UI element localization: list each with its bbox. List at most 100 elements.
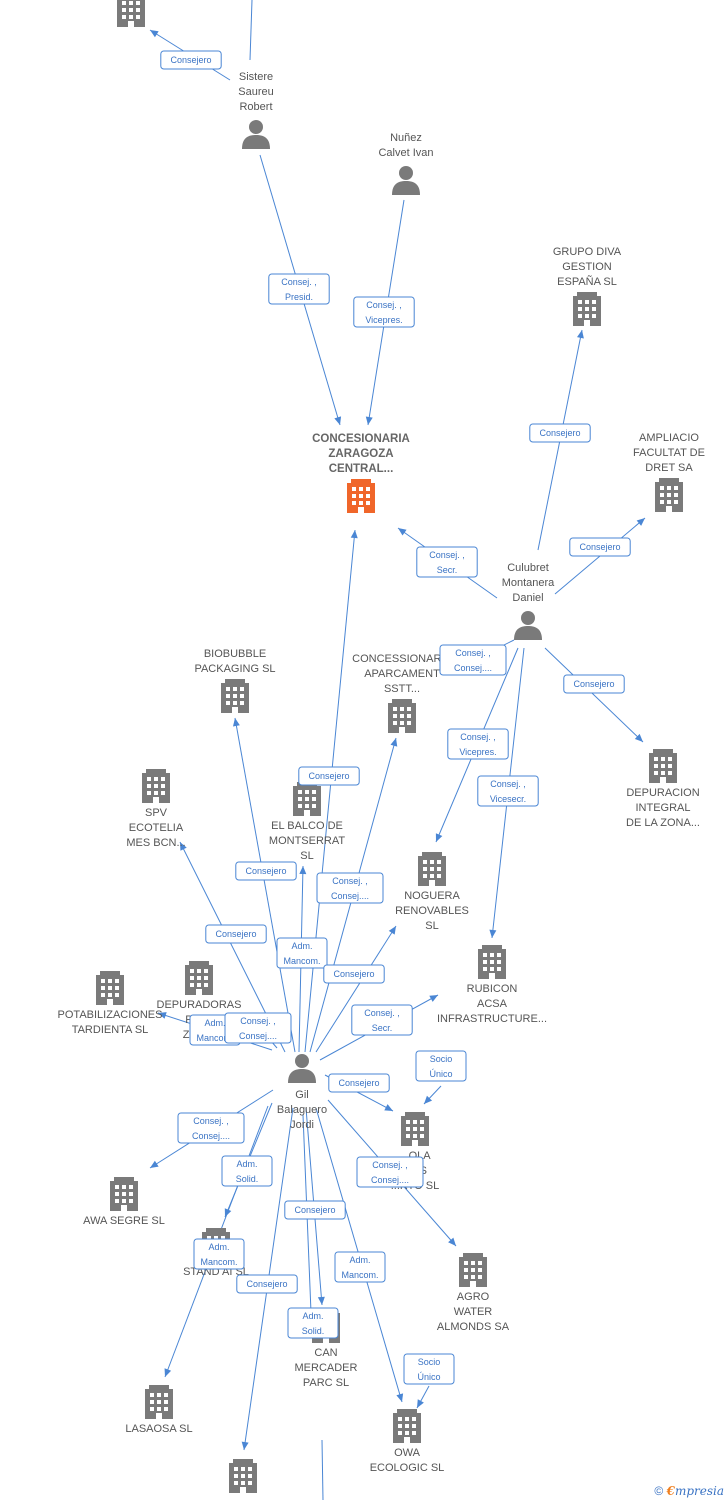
node-label-line: MONTSERRAT xyxy=(269,835,345,847)
edge-label-text: Adm. xyxy=(208,1242,229,1252)
edge-label-gil-to-ola[interactable]: Consejero xyxy=(328,1073,390,1093)
building-icon xyxy=(142,769,170,803)
edge-label-gil-to-spv[interactable]: Consejero xyxy=(205,924,267,944)
edge-label-text: Solid. xyxy=(302,1326,325,1336)
edge-label-text: Consej.... xyxy=(331,891,369,901)
edge-label-gil-to-concesionaria[interactable]: Consejero xyxy=(298,766,360,786)
arrowhead-icon xyxy=(429,995,438,1002)
arrowhead-icon xyxy=(158,1012,167,1019)
person-icon xyxy=(392,166,420,195)
arrowhead-icon xyxy=(150,30,159,38)
edge-label-gil-to-rubicon[interactable]: Consej. ,Secr. xyxy=(351,1004,413,1036)
edge-label-box xyxy=(298,766,360,786)
edge-label-text: Consej. , xyxy=(455,648,491,658)
edge-label-gil-to-bottom[interactable]: Consejero xyxy=(236,1274,298,1294)
node-label-line: Jordi xyxy=(290,1119,314,1131)
edge-label-box xyxy=(334,1251,386,1283)
edge-label-gil-to-agro[interactable]: Consej. ,Consej.... xyxy=(356,1156,424,1188)
edge-label-text: Consej.... xyxy=(371,1175,409,1185)
edge-label-culubret-to-rubicon[interactable]: Consej. ,Vicesecr. xyxy=(477,775,539,807)
edge-label-text: Único xyxy=(417,1372,440,1382)
edge-label-gil-to-biobubble[interactable]: Consejero xyxy=(235,861,297,881)
building-icon xyxy=(221,679,249,713)
edge-label-culubret-to-concessionaria_ap[interactable]: Consej. ,Consej.... xyxy=(439,644,507,676)
node-concessionaria-ap[interactable]: CONCESSIONARIAAPARCAMENTSSTT... xyxy=(352,653,452,733)
edge-label-box xyxy=(447,728,509,760)
edge-label-gil-to-stand[interactable]: Adm.Solid. xyxy=(221,1155,273,1187)
edge-label-box xyxy=(224,1012,292,1044)
arrowhead-icon xyxy=(299,866,307,875)
node-awa[interactable]: AWA SEGRE SL xyxy=(83,1177,165,1227)
edge-label-gil-to-can_mercader[interactable]: Consejero xyxy=(284,1200,346,1220)
edge-label-gil-to-awa[interactable]: Consej. ,Consej.... xyxy=(177,1112,245,1144)
edge-label-gil-to-owa[interactable]: Adm.Mancom. xyxy=(334,1251,386,1283)
edge-line-offscreen-0 xyxy=(249,0,253,61)
edge-label-gil-to-concessionaria_ap[interactable]: Consej. , Consej.... xyxy=(316,872,384,904)
edge-label-gil-to-balco[interactable]: Adm.Mancom. xyxy=(276,937,328,969)
arrowhead-icon xyxy=(396,1393,404,1402)
edge-label-text: Adm. xyxy=(291,941,312,951)
edge-label-box xyxy=(569,537,631,557)
node-label-line: MERCADER xyxy=(295,1362,358,1374)
edge-label-nunez-to-concesionaria[interactable]: Consej. ,Vicepres. xyxy=(353,296,415,328)
node-label-line: CAN xyxy=(314,1347,337,1359)
edge-label-box xyxy=(477,775,539,807)
node-concesionaria[interactable]: CONCESIONARIAZARAGOZACENTRAL... xyxy=(312,433,410,513)
node-lasaosa[interactable]: LASAOSA SL xyxy=(125,1385,193,1435)
arrowhead-icon xyxy=(388,926,396,935)
edge-label-culubret-to-concesionaria[interactable]: Consej. ,Secr. xyxy=(416,546,478,578)
node-label-line: Balaguero xyxy=(277,1104,327,1116)
edge-label-gil-to-noguera[interactable]: Consejero xyxy=(323,964,385,984)
edge-label-gil-to-depuradoras[interactable]: Consej. ,Consej.... xyxy=(224,1012,292,1044)
edge-label-text: Solid. xyxy=(236,1174,259,1184)
node-label-line: ZARAGOZA xyxy=(328,448,393,460)
edge-gil-to-biobubble xyxy=(234,717,296,1053)
edge-label-culubret-to-grupo_diva[interactable]: Consejero xyxy=(529,423,591,443)
edge-label-gil-to-lasaosa[interactable]: Adm.Mancom. xyxy=(193,1238,245,1270)
node-rubicon[interactable]: RUBICONACSAINFRASTRUCTURE... xyxy=(437,945,547,1025)
edge-label-text: Consej. , xyxy=(366,300,402,310)
node-label-line: INFRASTRUCTURE... xyxy=(437,1013,547,1025)
person-icon xyxy=(288,1054,316,1083)
node-label-line: Daniel xyxy=(512,592,543,604)
arrowhead-icon xyxy=(634,733,643,742)
node-label-line: DRET SA xyxy=(645,462,693,474)
node-top[interactable] xyxy=(117,0,145,27)
edge-line-offscreen-1 xyxy=(321,1439,324,1500)
edge-label-culubret-to-noguera[interactable]: Consej. ,Vicepres. xyxy=(447,728,509,760)
edge-label-sistere-to-concesionaria[interactable]: Consej. ,Presid. xyxy=(268,273,330,305)
building-icon xyxy=(459,1253,487,1287)
edge-label-text: Consejero xyxy=(215,929,256,939)
edge-label-sistere-to-top[interactable]: Consejero xyxy=(160,50,222,70)
edge-label-box xyxy=(193,1238,245,1270)
node-label-line: NOGUERA xyxy=(404,890,460,902)
node-label-line: CONCESSIONARIA xyxy=(352,653,452,665)
edge-label-box xyxy=(268,273,330,305)
edge-label-text: Consejero xyxy=(308,771,349,781)
edge-label-text: Consejero xyxy=(333,969,374,979)
edge-label-gil-to-can_mercader[interactable]: Adm.Solid. xyxy=(287,1307,339,1339)
arrowhead-icon xyxy=(241,1441,249,1450)
edge-label-culubret-to-depuracion[interactable]: Consejero xyxy=(563,674,625,694)
edge-label-text: Adm. xyxy=(349,1255,370,1265)
edge-label-text: Consej. , xyxy=(332,876,368,886)
edge-label-culubret-to-ampliacio[interactable]: Consejero xyxy=(569,537,631,557)
node-bottom[interactable] xyxy=(229,1459,257,1493)
